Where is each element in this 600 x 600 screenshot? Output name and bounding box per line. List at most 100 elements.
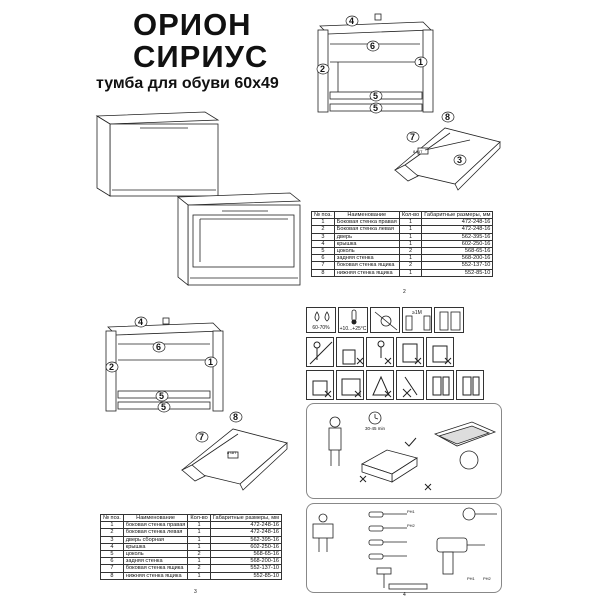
col-header-size: Габаритные размеры, мм <box>209 513 282 523</box>
table-cell: 4 <box>311 239 335 249</box>
title-line-2: СИРИУС <box>133 39 269 74</box>
table-cell: 552-137-10 <box>209 564 282 573</box>
table-cell: 472-248-16 <box>421 218 494 227</box>
label-6-top: 6 <box>370 41 376 51</box>
label-4-bottom: 4 <box>138 317 144 327</box>
table-cell: 3 <box>100 535 124 544</box>
table-cell: 3 <box>311 232 335 241</box>
distance-label: ≥1M <box>412 310 422 316</box>
no-tilting-icon <box>366 370 394 400</box>
no-leaning-icon <box>426 337 454 367</box>
table-cell: боковая стенка правая <box>122 521 189 530</box>
col-header-pos: № поз. <box>311 210 335 220</box>
label-5b-bottom: 5 <box>161 402 167 412</box>
title-line-1: ОРИОН <box>133 7 252 42</box>
hammer-icon <box>376 567 392 588</box>
table-cell: 7 <box>311 261 335 270</box>
drawer-drawing-bottom <box>181 428 288 491</box>
ph2-drill-label: PH2 <box>483 576 491 581</box>
overload-icon <box>396 337 424 367</box>
table-cell: 2 <box>100 528 124 537</box>
humidity-icon: 60-70% <box>306 307 336 333</box>
assembly-labels-bottom <box>105 316 243 443</box>
table-cell: 5 <box>100 550 124 559</box>
table-cell: боковая стенка левая <box>122 528 189 537</box>
drill-icon <box>436 537 485 575</box>
table-cell: 8 <box>100 571 124 580</box>
no-lifting-icon <box>306 337 334 367</box>
col-header-name: Наименование <box>333 210 400 220</box>
table-cell: 472-248-16 <box>209 521 282 530</box>
table-cell: задняя стенка <box>122 557 189 566</box>
label-7-top: 7 <box>410 132 416 142</box>
label-1-bottom: 1 <box>208 357 214 367</box>
table-cell: 1 <box>100 521 124 530</box>
table-cell: 1 <box>311 218 335 227</box>
no-heating-icon <box>336 370 364 400</box>
label-5a-bottom: 5 <box>159 391 165 401</box>
col-header-qty: Кол-во <box>187 513 211 523</box>
table-cell: крышка <box>122 542 189 552</box>
table-cell: 552-85-10 <box>209 571 282 580</box>
table-cell: 6 <box>311 254 335 263</box>
table-cell: Боковая стенка правая <box>333 218 400 227</box>
table-cell: 1 <box>187 571 211 580</box>
table-cell: 552-85-10 <box>421 268 494 277</box>
table-cell: 2 <box>398 261 423 270</box>
label-2-top: 2 <box>320 64 326 74</box>
distance-from-heater-icon: ≥1M <box>402 307 432 333</box>
table-cell: нижняя стенка ящика <box>333 268 400 277</box>
label-2-bottom: 2 <box>109 362 115 372</box>
table-cell: 562-395-16 <box>421 232 494 241</box>
tools-panel: PH1 PH2 PH1 PH2 <box>306 503 502 593</box>
table-cell: 6 <box>100 557 124 566</box>
table-cell: 1 <box>398 254 423 263</box>
table-cell: боковая стенка ящика <box>122 564 189 573</box>
table-cell: 1 <box>187 557 211 566</box>
label-8-top: 8 <box>445 112 451 122</box>
table-cell: 568-200-16 <box>209 557 282 566</box>
ph1-drill-label: PH1 <box>467 576 475 581</box>
table-cell: 1 <box>187 528 211 537</box>
table-cell: 2 <box>311 225 335 234</box>
table-cell: 1 <box>187 535 211 544</box>
table-cell: 602-250-16 <box>209 542 282 552</box>
no-sitting-icon <box>366 337 394 367</box>
table-cell: цоколь <box>333 247 400 256</box>
level-icon <box>388 583 428 590</box>
screw-label-bottom: 8 ШТ <box>227 450 237 455</box>
screwdrivers-icon <box>368 511 407 560</box>
person-reading-icon <box>312 513 334 552</box>
table-cell: 472-248-16 <box>209 528 282 537</box>
parts-table-bottom: № поз. Наименование Кол-во Габаритные ра… <box>100 513 282 580</box>
assembly-labels-top <box>316 15 467 166</box>
no-climbing-icon <box>336 337 364 367</box>
table-cell: 568-65-16 <box>421 247 494 256</box>
table-cell: 2 <box>398 247 423 256</box>
table-cell: крышка <box>333 239 400 249</box>
table-cell: 1 <box>398 239 423 249</box>
table-cell: 4 <box>100 542 124 552</box>
table-cell: 1 <box>187 521 211 530</box>
parts-table-top: № поз. Наименование Кол-во Габаритные ра… <box>311 210 494 277</box>
ph2-label: PH2 <box>407 523 415 528</box>
col-header-qty: Кол-во <box>398 210 423 220</box>
table-cell: 1 <box>398 218 423 227</box>
table-cell: 552-137-10 <box>421 261 494 270</box>
assembly-box-drawing <box>361 449 418 483</box>
table-cell: нижняя стенка ящика <box>122 571 189 580</box>
table-cell: дверь сборная <box>122 535 189 544</box>
